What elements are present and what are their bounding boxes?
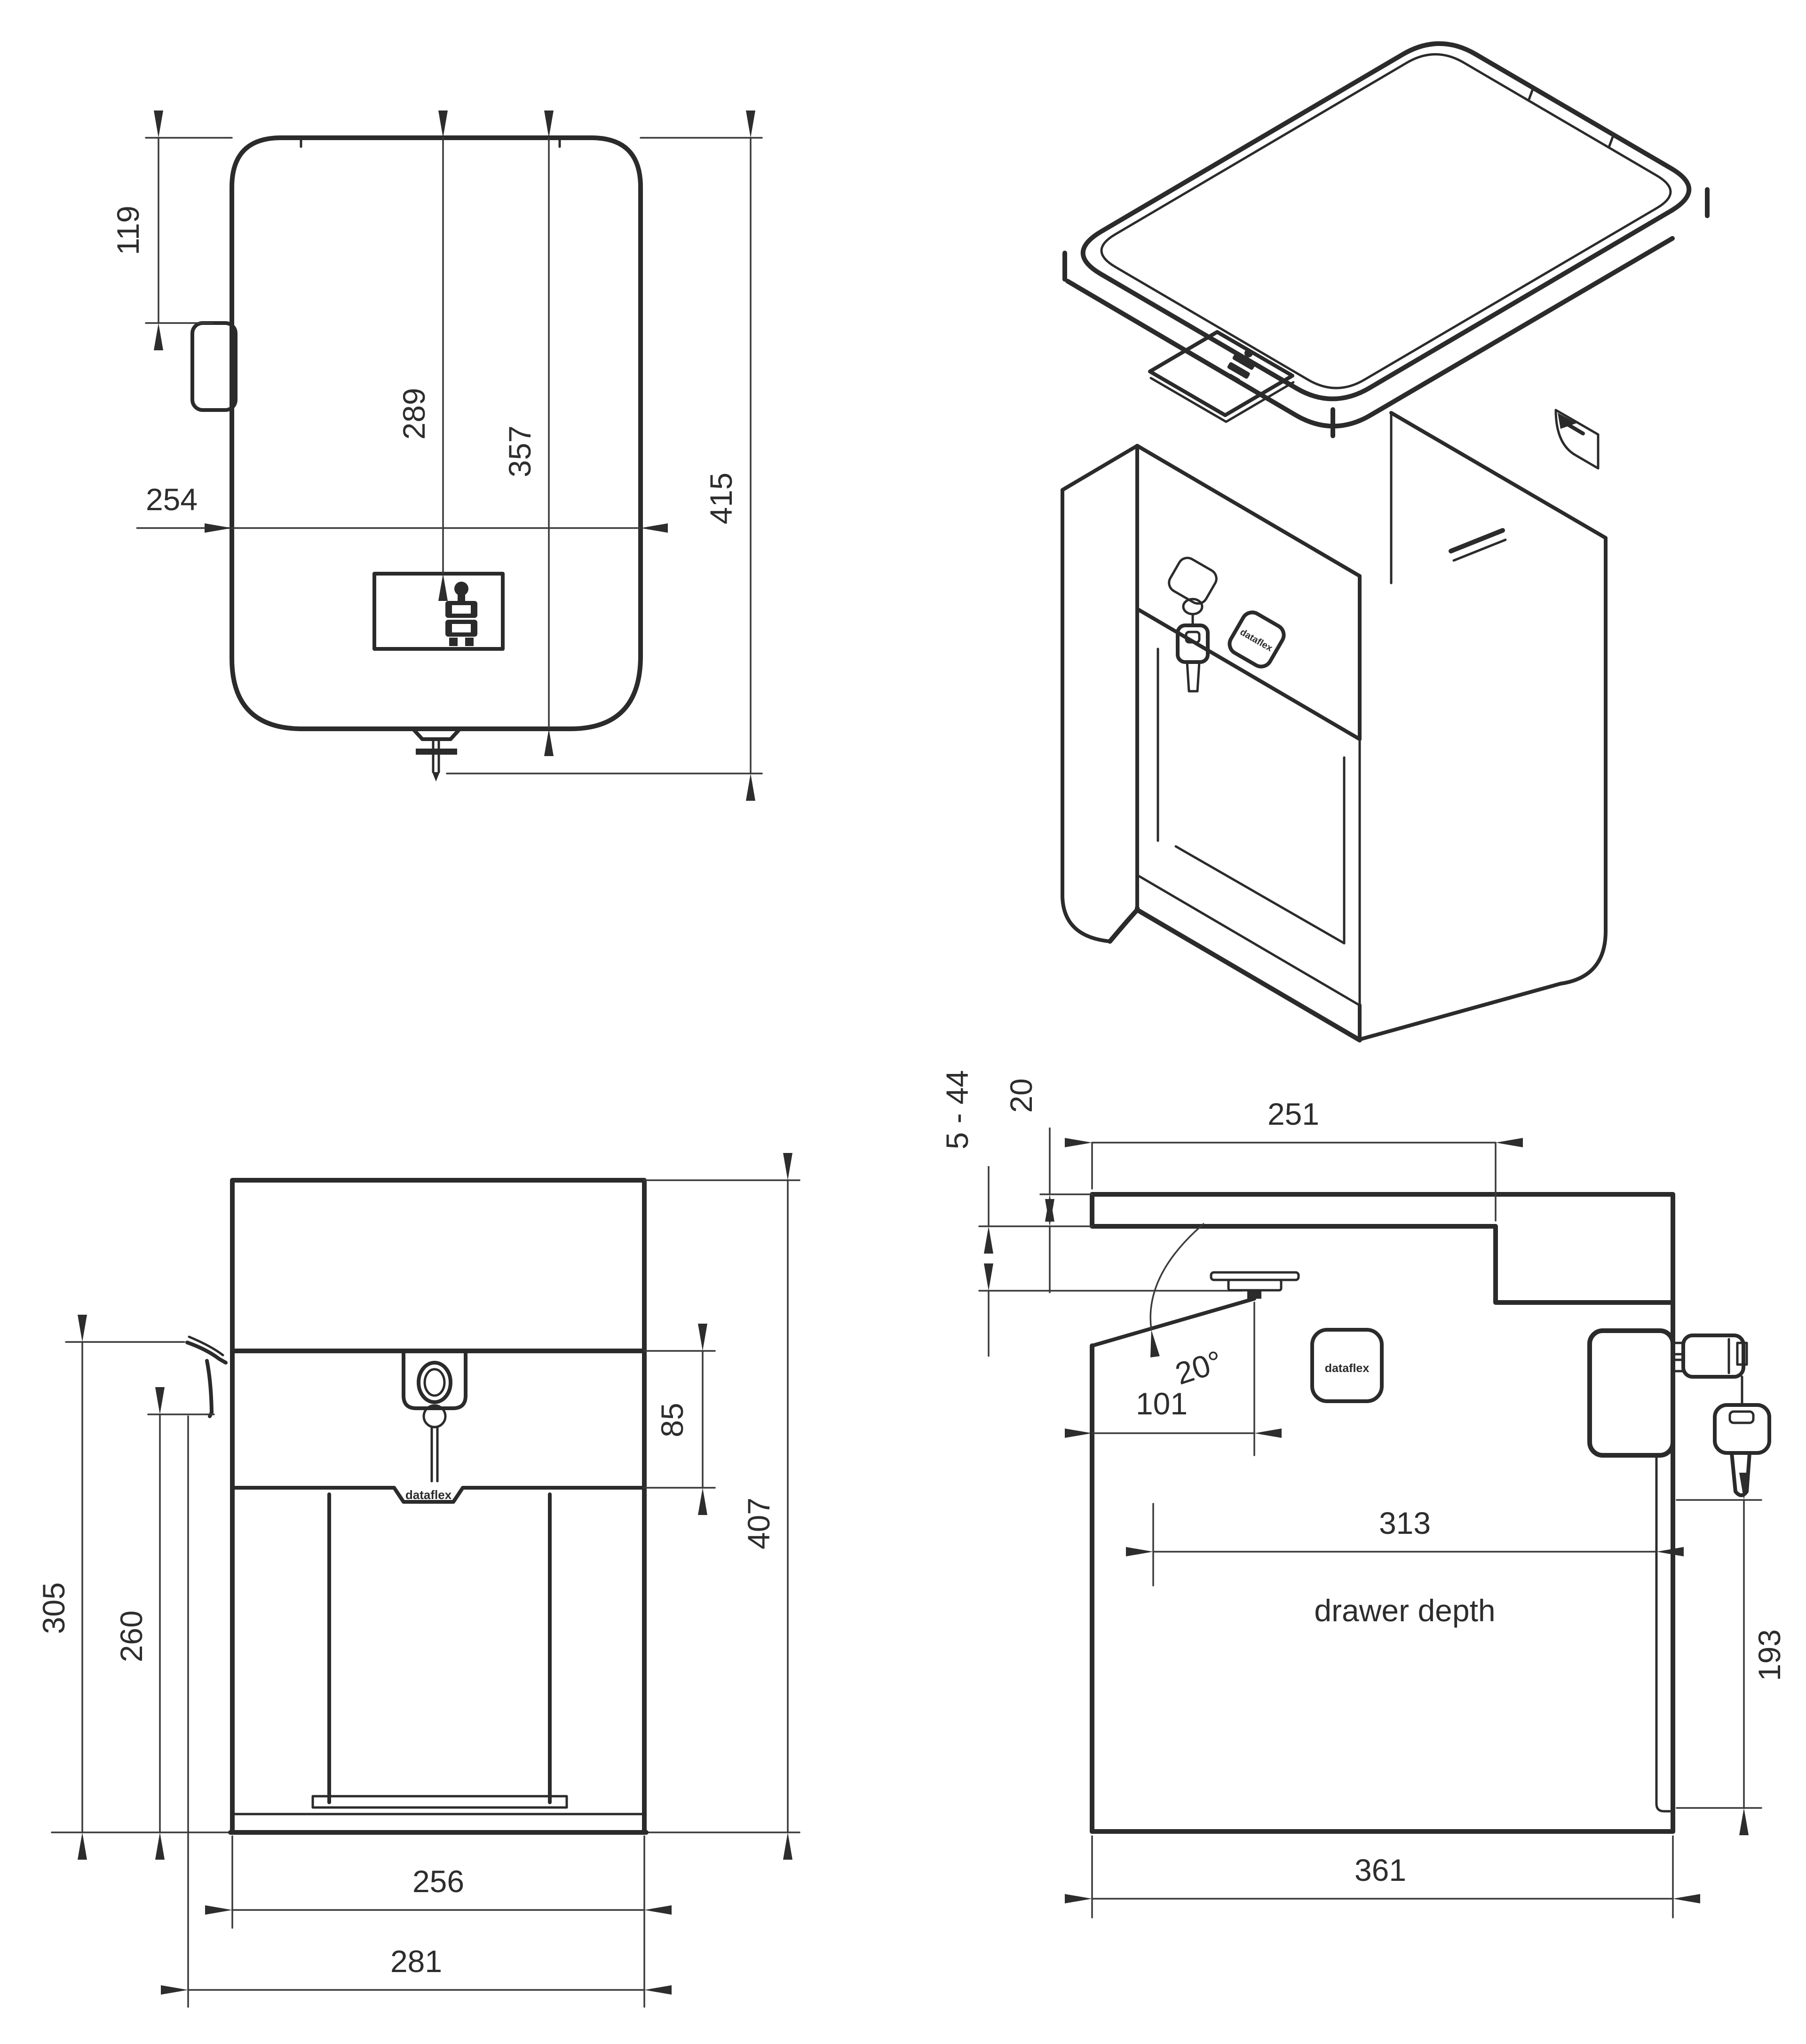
dim-label-415: 415 — [704, 473, 738, 524]
dataflex-logo: dataflex — [405, 1488, 452, 1502]
dim-label-5-44: 5 - 44 — [940, 1070, 974, 1150]
iso-tabletop — [1080, 41, 1692, 402]
usb-port-plate — [372, 572, 505, 651]
drawer-bottom-with-recess — [230, 1486, 646, 1504]
front-slant-edge — [1090, 1297, 1256, 1348]
iso-tabletop-thickness — [1065, 236, 1675, 429]
lock-icon — [1168, 557, 1218, 616]
iso-tabletop-inner-lip — [1100, 53, 1672, 389]
front-top-section — [230, 1178, 647, 1353]
cabinet-top-outline — [230, 135, 643, 731]
dim-label-313: 313 — [1379, 1506, 1431, 1540]
clamp-knob-top — [190, 321, 238, 412]
svg-text:dataflex: dataflex — [1325, 1362, 1370, 1375]
dim-label-20deg: 20° — [1171, 1344, 1227, 1391]
usb-charger-icon — [1227, 349, 1255, 383]
iso-inner-floor — [1174, 845, 1346, 945]
dim-label-305: 305 — [36, 1582, 71, 1634]
dim-label-20: 20 — [1004, 1078, 1038, 1113]
iso-back-slot — [1449, 528, 1505, 553]
dim-label-119: 119 — [111, 205, 145, 255]
rear-inner-wall — [1655, 1454, 1674, 1813]
front-view: dataflex 305 260 — [36, 1153, 800, 2008]
dim-label-407: 407 — [741, 1498, 776, 1549]
dim-label-260: 260 — [114, 1610, 149, 1662]
key-icon — [430, 1426, 439, 1483]
iso-base-back — [1359, 929, 1608, 1041]
dim-label-256: 256 — [412, 1864, 464, 1899]
lock-icon — [1587, 1328, 1748, 1458]
key-icon — [411, 727, 462, 781]
key-icon — [1713, 1375, 1771, 1497]
clamp-screw-icon — [1057, 1271, 1300, 1299]
isometric-view: dataflex — [1061, 41, 1710, 1042]
drawer-depth-label: drawer depth — [1314, 1593, 1495, 1628]
dim-label-361: 361 — [1354, 1853, 1406, 1887]
iso-base-top-edge — [1136, 874, 1361, 1007]
dim-label-281: 281 — [390, 1944, 442, 1979]
iso-usb-plate — [1148, 330, 1295, 423]
dim-label-85: 85 — [655, 1403, 689, 1437]
svg-text:dataflex: dataflex — [1238, 627, 1274, 654]
key-icon — [1176, 613, 1210, 693]
dim-label-254: 254 — [146, 482, 198, 517]
dataflex-logo: dataflex — [1228, 610, 1286, 669]
top-view: 119 254 289 357 415 — [111, 110, 763, 801]
cable-hook-icon — [185, 1335, 228, 1418]
iso-base-front — [1108, 906, 1362, 1042]
iso-corner-bracket — [1554, 409, 1600, 470]
iso-left-face — [1061, 444, 1139, 943]
lock-icon — [402, 1349, 467, 1428]
dim-label-251: 251 — [1267, 1097, 1319, 1131]
usb-charger-icon — [445, 582, 477, 646]
angle-arc-20deg — [1149, 1223, 1205, 1357]
dim-label-289: 289 — [396, 388, 431, 440]
iso-back-panel — [1389, 411, 1608, 933]
dim-label-101: 101 — [1136, 1386, 1188, 1421]
dataflex-logo: dataflex — [1310, 1328, 1384, 1403]
iso-drawer-band — [1135, 444, 1362, 741]
base-plate — [311, 1795, 568, 1809]
dim-label-357: 357 — [502, 426, 537, 477]
side-view: dataflex 251 20 5 - — [940, 1070, 1787, 1918]
dim-label-193: 193 — [1752, 1629, 1787, 1681]
